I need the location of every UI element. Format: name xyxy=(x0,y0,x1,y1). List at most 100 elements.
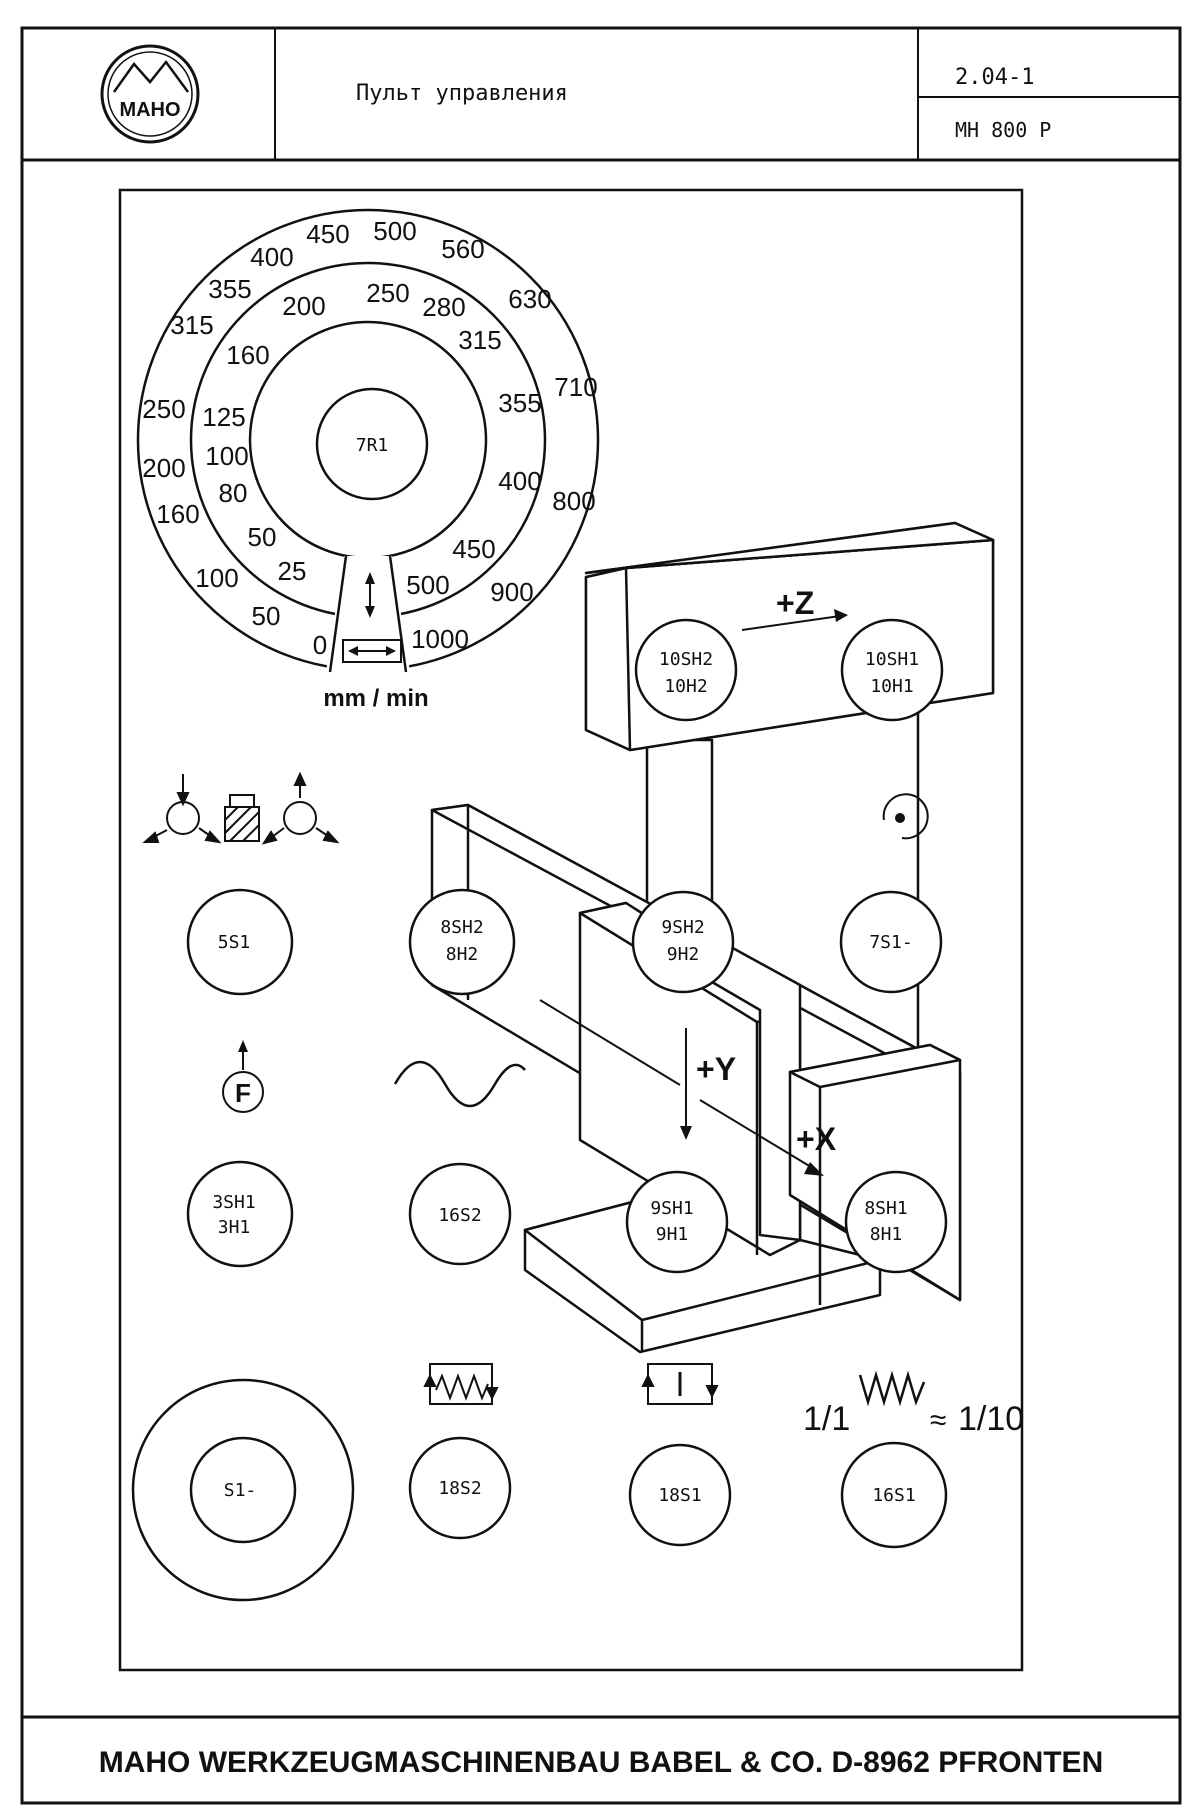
outer-scale: 0 50 100 160 200 250 315 355 400 450 500… xyxy=(142,216,597,660)
rotation-icon xyxy=(882,793,929,840)
button-label: 16S1 xyxy=(872,1485,915,1506)
scale-tick: 50 xyxy=(248,522,277,552)
button-label: 9SH2 xyxy=(661,917,704,938)
scale-tick: 400 xyxy=(498,466,541,496)
scale-tick: 160 xyxy=(226,340,269,370)
button-label: 10SH2 xyxy=(659,649,713,670)
scale-tick: 250 xyxy=(142,394,185,424)
button-label: 5S1 xyxy=(218,932,251,953)
button-label: 8H2 xyxy=(446,944,479,965)
panel-border xyxy=(118,188,1024,1672)
ratio-left: 1/1 xyxy=(803,1400,850,1438)
scale-tick: 80 xyxy=(219,478,248,508)
scale-tick: 315 xyxy=(170,310,213,340)
axis-x-label: +X xyxy=(796,1121,837,1157)
scale-tick: 560 xyxy=(441,234,484,264)
button-label: 8H1 xyxy=(870,1224,903,1245)
scale-tick: 450 xyxy=(452,534,495,564)
scale-tick: 25 xyxy=(278,556,307,586)
feed-dial: 7R1 0 50 100 160 200 250 315 355 400 450… xyxy=(136,208,600,712)
scale-tick: 500 xyxy=(406,570,449,600)
button-16s1[interactable]: 16S1 xyxy=(840,1441,948,1549)
slide-indicator-icon xyxy=(342,639,402,663)
zigzag-icon xyxy=(858,1370,926,1407)
header: MAHO Пульт управления 2.04-1 MH 800 P xyxy=(22,28,1180,162)
button-10sh2[interactable]: 10SH2 10H2 xyxy=(634,618,738,722)
footer-text: MAHO WERKZEUGMASCHINENBAU BABEL & CO. D-… xyxy=(99,1746,1104,1779)
axis-z: +Z xyxy=(741,585,848,631)
button-9sh2[interactable]: 9SH2 9H2 xyxy=(631,890,735,994)
scale-tick: 355 xyxy=(208,274,251,304)
button-label: 3H1 xyxy=(218,1217,251,1238)
axis-z-label: +Z xyxy=(776,585,814,621)
button-label: 8SH2 xyxy=(440,917,483,938)
button-18s2[interactable]: 18S2 xyxy=(408,1436,512,1540)
scale-tick: 200 xyxy=(282,291,325,321)
scale-tick: 125 xyxy=(202,402,245,432)
feed-unit-label: mm / min xyxy=(323,685,428,712)
button-8sh2[interactable]: 8SH2 8H2 xyxy=(408,888,516,996)
knob-label: 7R1 xyxy=(356,435,389,456)
button-16s2[interactable]: 16S2 xyxy=(408,1162,512,1266)
model-number: MH 800 P xyxy=(955,118,1051,142)
sheet-frame xyxy=(20,26,1182,1805)
feed-ratio-symbol: 1/1 ≈ 1/10 xyxy=(803,1370,1024,1438)
button-label: 9H2 xyxy=(667,944,700,965)
button-3sh1[interactable]: 3SH1 3H1 xyxy=(186,1160,294,1268)
axis-x: +X xyxy=(539,999,837,1176)
button-label: 18S1 xyxy=(658,1485,701,1506)
button-label: 9SH1 xyxy=(650,1198,693,1219)
button-s1-emergency[interactable]: S1- xyxy=(131,1378,355,1602)
scale-tick: 250 xyxy=(366,278,409,308)
dial-knob-7r1[interactable]: 7R1 xyxy=(315,387,429,501)
scale-tick: 1000 xyxy=(411,624,469,654)
scale-tick: 280 xyxy=(422,292,465,322)
axis-y: +Y xyxy=(680,1028,736,1140)
scale-tick: 800 xyxy=(552,486,595,516)
sine-wave-icon xyxy=(393,1060,526,1108)
button-label: 7S1- xyxy=(869,932,912,953)
scale-tick: 500 xyxy=(373,216,416,246)
up-down-arrow-icon xyxy=(365,572,375,618)
feed-f-icon: F xyxy=(222,1040,264,1113)
scale-tick: 630 xyxy=(508,284,551,314)
scale-tick: 0 xyxy=(313,630,327,660)
button-label: 9H1 xyxy=(656,1224,689,1245)
button-18s1[interactable]: 18S1 xyxy=(628,1443,732,1547)
inner-scale: 25 50 80 100 125 160 200 250 280 315 355… xyxy=(202,278,541,600)
scale-tick: 710 xyxy=(554,372,597,402)
doc-number: 2.04-1 xyxy=(955,65,1034,90)
single-cycle-icon xyxy=(641,1363,719,1405)
scale-tick: 400 xyxy=(250,242,293,272)
scale-tick: 355 xyxy=(498,388,541,418)
button-10sh1[interactable]: 10SH1 10H1 xyxy=(840,618,944,722)
scale-tick: 50 xyxy=(252,601,281,631)
axis-y-label: +Y xyxy=(696,1051,736,1087)
scale-tick: 100 xyxy=(205,441,248,471)
button-label: S1- xyxy=(224,1480,257,1501)
button-label: 18S2 xyxy=(438,1478,481,1499)
scale-tick: 200 xyxy=(142,453,185,483)
button-label: 16S2 xyxy=(438,1205,481,1226)
scale-tick: 100 xyxy=(195,563,238,593)
maho-logo: MAHO xyxy=(100,44,200,144)
scale-tick: 315 xyxy=(458,325,501,355)
button-9sh1[interactable]: 9SH1 9H1 xyxy=(625,1170,729,1274)
button-7s1[interactable]: 7S1- xyxy=(839,890,943,994)
spring-cycle-icon xyxy=(423,1363,499,1405)
button-label: 3SH1 xyxy=(212,1192,255,1213)
ratio-approx: ≈ xyxy=(930,1404,946,1437)
scale-tick: 900 xyxy=(490,577,533,607)
f-label: F xyxy=(235,1078,251,1108)
button-label: 10H1 xyxy=(870,676,913,697)
logo-text: MAHO xyxy=(119,99,180,121)
button-5s1[interactable]: 5S1 xyxy=(186,888,294,996)
button-label: 8SH1 xyxy=(864,1198,907,1219)
clamp-release-icon xyxy=(142,771,340,845)
button-8sh1[interactable]: 8SH1 8H1 xyxy=(844,1170,948,1274)
button-label: 10SH1 xyxy=(865,649,919,670)
scale-tick: 450 xyxy=(306,219,349,249)
ratio-right: 1/10 xyxy=(958,1400,1024,1438)
